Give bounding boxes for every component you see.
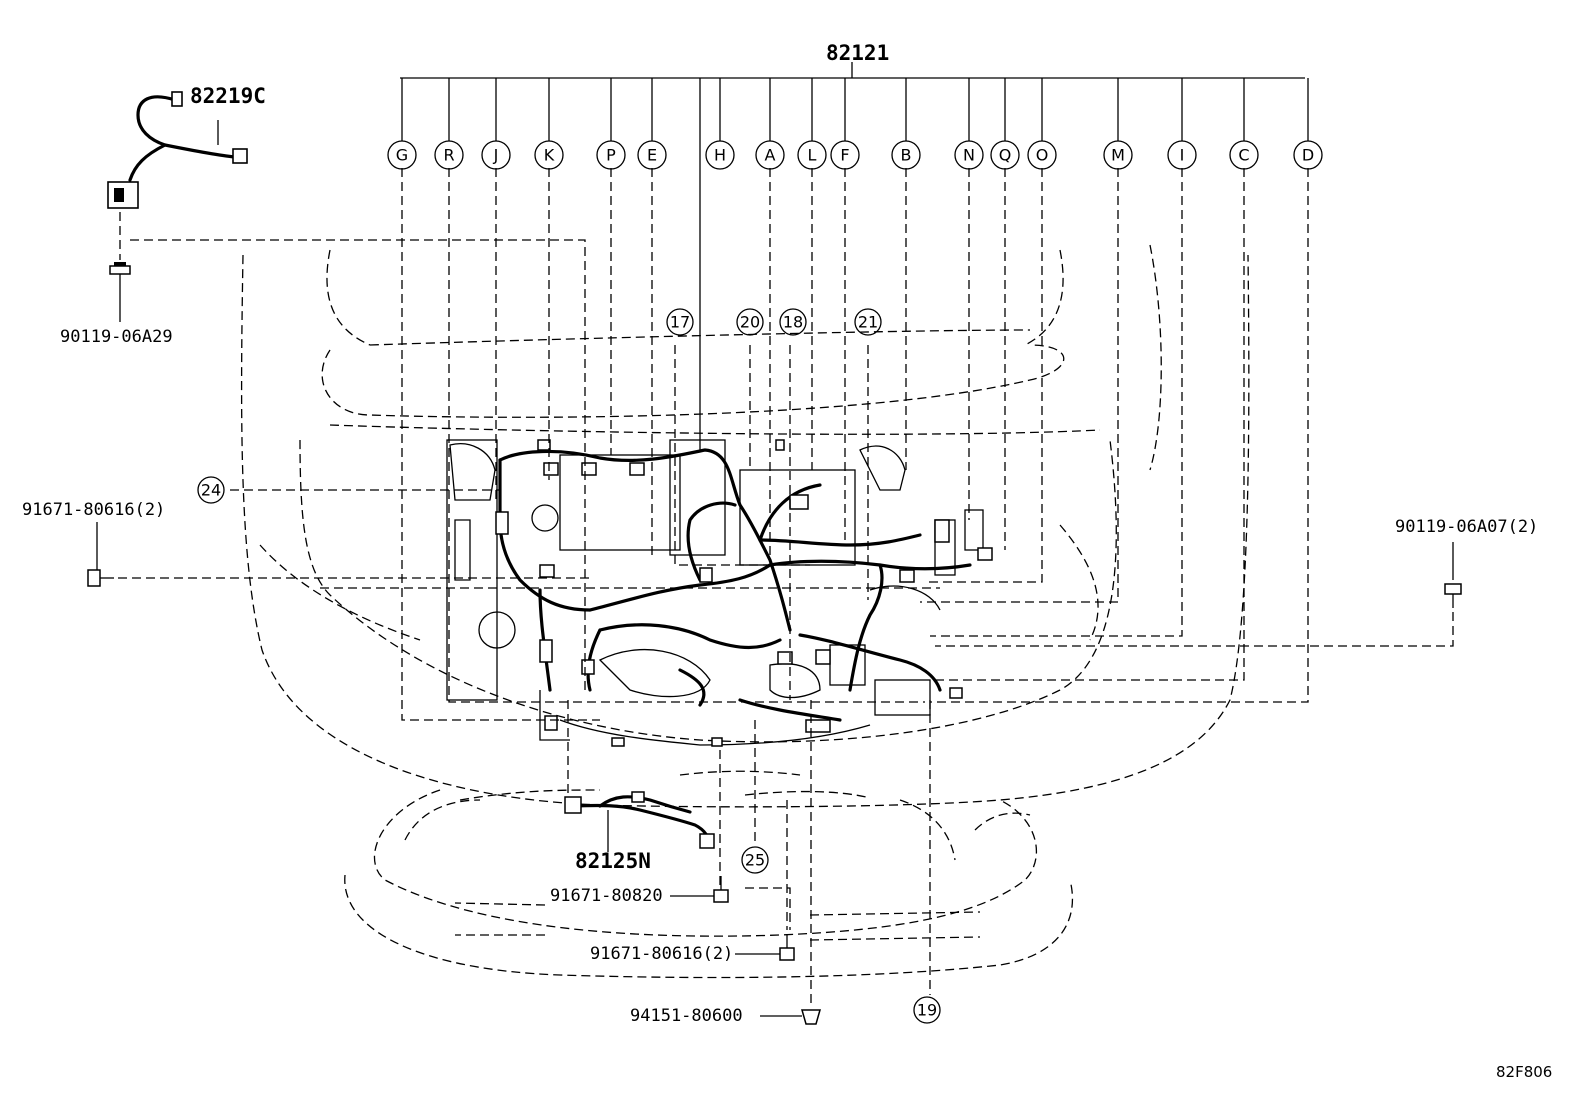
letter-callout-text: B — [901, 146, 912, 165]
letter-callout-text: J — [493, 146, 499, 165]
part-label-82121: 82121 — [826, 41, 889, 65]
letter-callout-l: L — [797, 140, 827, 170]
letter-callout-text: H — [714, 146, 726, 165]
letter-callout-k: K — [534, 140, 564, 170]
letter-callout-text: K — [544, 146, 555, 165]
part-label-82219C: 82219C — [190, 84, 266, 108]
number-callout-17-text: 17 — [670, 313, 690, 332]
number-callout-18-text: 18 — [783, 313, 803, 332]
letter-callout-text: D — [1302, 146, 1314, 165]
number-callout-17: 17 — [666, 308, 694, 336]
letter-callout-text: R — [443, 146, 454, 165]
fastener-label-91671-80820: 91671-80820 — [550, 886, 663, 906]
number-callout-20-text: 20 — [740, 313, 760, 332]
letter-callout-text: N — [963, 146, 975, 165]
number-callout-19-text: 19 — [917, 1001, 937, 1020]
letter-callout-text: F — [840, 146, 849, 165]
letter-callout-n: N — [954, 140, 984, 170]
part-label-82125N: 82125N — [575, 849, 651, 873]
letter-callout-g: G — [387, 140, 417, 170]
number-callout-25-text: 25 — [745, 851, 765, 870]
letter-callout-text: C — [1238, 146, 1249, 165]
fastener-label-90119-06A07: 90119-06A07(2) — [1395, 517, 1538, 537]
callout-bracket-82121 — [400, 62, 1309, 450]
letter-callout-text: M — [1111, 146, 1125, 165]
engine-bay-components — [446, 439, 984, 746]
fastener-label-91671-80616-left: 91671-80616(2) — [22, 500, 165, 520]
letter-callout-p: P — [596, 140, 626, 170]
fastener-label-90119-06A29: 90119-06A29 — [60, 327, 173, 347]
clip-icon-94151-80600 — [760, 700, 821, 1025]
number-callout-25: 25 — [741, 846, 769, 874]
letter-callout-text: E — [647, 146, 657, 165]
callout-leader-lines — [230, 168, 1309, 995]
number-callout-21: 21 — [854, 308, 882, 336]
letter-callout-i: I — [1167, 140, 1197, 170]
letter-callout-e: E — [637, 140, 667, 170]
letter-callout-q: Q — [990, 140, 1020, 170]
bolt-icon-90119-06A07 — [935, 542, 1462, 647]
letter-callout-c: C — [1229, 140, 1259, 170]
letter-callout-text: I — [1180, 146, 1185, 165]
letter-callout-j: J — [481, 140, 511, 170]
letter-callout-a: A — [755, 140, 785, 170]
number-callout-18: 18 — [779, 308, 807, 336]
bolt-icon-91671-80616-bottom — [735, 800, 795, 961]
letter-callout-text: A — [765, 146, 776, 165]
number-callout-19: 19 — [913, 996, 941, 1024]
figure-code: 82F806 — [1496, 1063, 1552, 1081]
bolt-icon-91671-80616-left — [87, 522, 590, 587]
bolt-icon-90119-06A29 — [109, 262, 131, 322]
letter-callout-f: F — [830, 140, 860, 170]
engine-wire-harness-82121 — [495, 439, 993, 747]
letter-callout-o: O — [1027, 140, 1057, 170]
fastener-label-91671-80616-bottom: 91671-80616(2) — [590, 944, 733, 964]
letter-callout-m: M — [1103, 140, 1133, 170]
letter-callout-r: R — [434, 140, 464, 170]
letter-callout-text: O — [1036, 146, 1049, 165]
letter-callout-text: L — [808, 146, 817, 165]
letter-callout-text: G — [396, 146, 408, 165]
letter-callout-h: H — [705, 140, 735, 170]
letter-callout-d: D — [1293, 140, 1323, 170]
letter-callout-text: P — [606, 146, 616, 165]
fastener-label-94151-80600: 94151-80600 — [630, 1006, 743, 1026]
number-callout-21-text: 21 — [858, 313, 878, 332]
letter-callout-b: B — [891, 140, 921, 170]
letter-callout-text: Q — [999, 146, 1012, 165]
vehicle-body-outline — [240, 244, 1250, 979]
number-callout-24: 24 — [197, 476, 225, 504]
sub-harness-82125N — [564, 700, 721, 885]
number-callout-20: 20 — [736, 308, 764, 336]
sensor-harness-82219C — [107, 91, 586, 690]
number-callout-24-text: 24 — [201, 481, 221, 500]
bolt-icon-91671-80820 — [670, 876, 791, 930]
